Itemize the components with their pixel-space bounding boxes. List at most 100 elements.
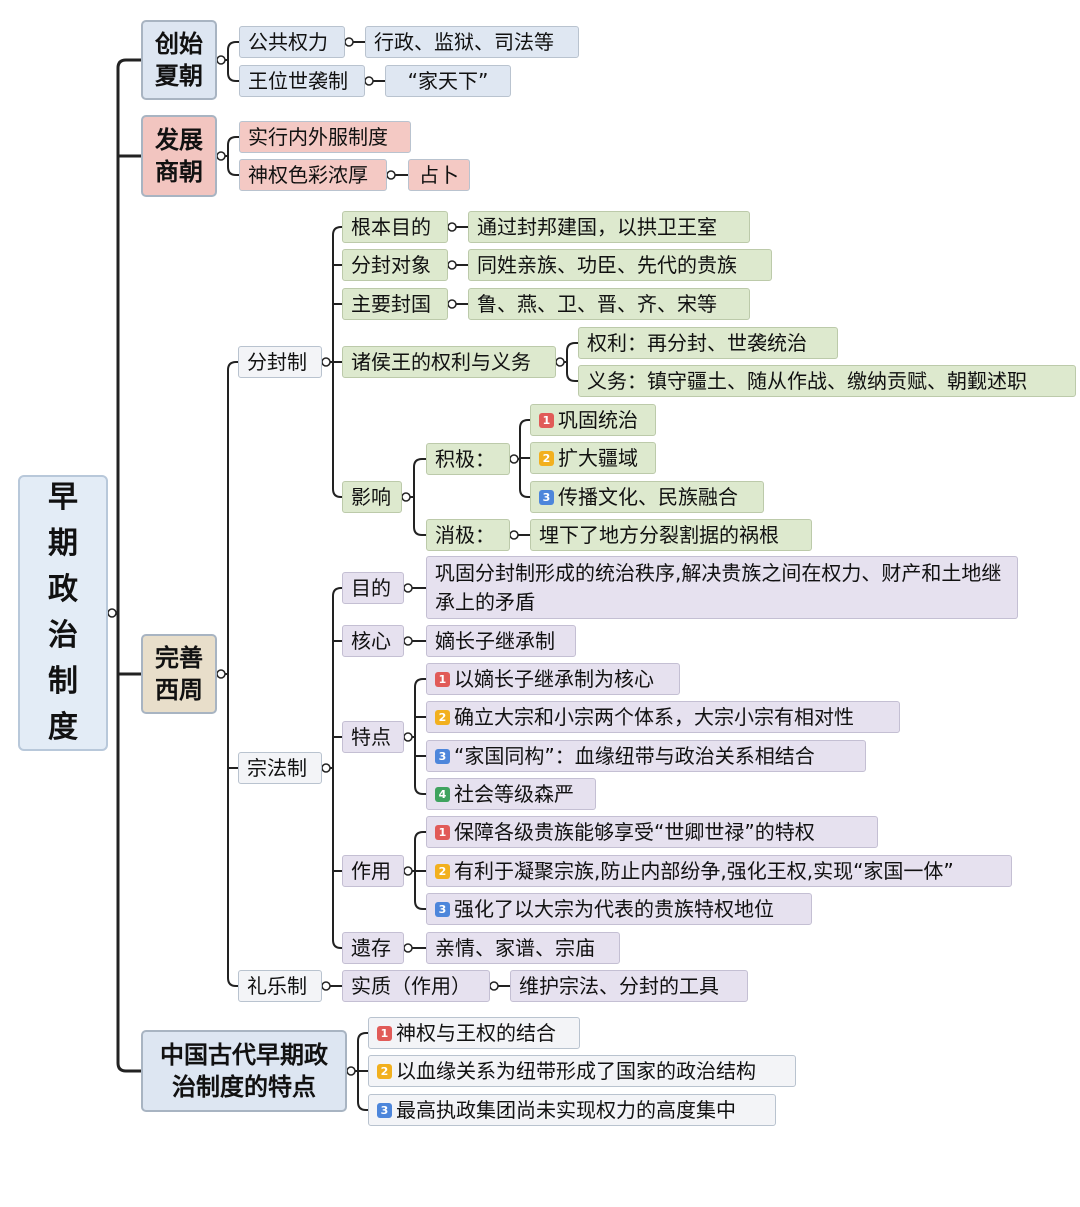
collapse-knob bbox=[364, 76, 374, 86]
connector-line bbox=[414, 678, 426, 688]
number-3-icon: 3 bbox=[435, 748, 450, 764]
collapse-knob bbox=[403, 583, 413, 593]
number-2-icon: 2 bbox=[539, 450, 554, 466]
collapse-knob bbox=[216, 669, 226, 679]
connector-line bbox=[519, 488, 530, 498]
connector-line bbox=[413, 526, 426, 536]
fengjian-states-node: 鲁、燕、卫、晋、齐、宋等 bbox=[468, 288, 750, 320]
vassal-rights-duties-label: 诸侯王的权利与义务 bbox=[342, 346, 556, 378]
zongfa-core-node: 嫡长子继承制 bbox=[426, 625, 576, 657]
trait-text: 神权与王权的结合 bbox=[396, 1021, 556, 1045]
root-topic: 早 期 政 治 制 度 bbox=[18, 475, 108, 751]
root-char: 度 bbox=[48, 710, 78, 745]
number-2-icon: 2 bbox=[435, 863, 450, 879]
connector-line bbox=[566, 372, 578, 382]
collapse-knob bbox=[321, 981, 331, 991]
positive-impact-text: 巩固统治 bbox=[558, 408, 638, 432]
number-1-icon: 1 bbox=[435, 824, 450, 840]
collapse-knob bbox=[403, 866, 413, 876]
vassal-rights-node: 权利：再分封、世袭统治 bbox=[578, 327, 838, 359]
number-1-icon: 1 bbox=[539, 412, 554, 428]
public-power-node: 公共权力 bbox=[239, 26, 345, 58]
collapse-knob bbox=[216, 151, 226, 161]
root-char: 制 bbox=[48, 664, 78, 699]
zongfa-effect-item: 1 保障各级贵族能够享受“世卿世禄”的特权 bbox=[426, 816, 878, 848]
connector-line bbox=[227, 166, 239, 176]
liyue-node: 礼乐制 bbox=[238, 970, 322, 1002]
trait-text: 以血缘关系为纽带形成了国家的政治结构 bbox=[396, 1059, 756, 1083]
collapse-knob bbox=[403, 732, 413, 742]
collapse-knob bbox=[107, 608, 117, 618]
number-4-icon: 4 bbox=[435, 786, 450, 802]
fengjian-purpose-node: 通过封邦建国，以拱卫王室 bbox=[468, 211, 750, 243]
negative-impact-node: 埋下了地方分裂割据的祸根 bbox=[530, 519, 812, 551]
root-char: 政 bbox=[48, 572, 78, 607]
connector-line bbox=[116, 58, 141, 69]
positive-impact-item: 2 扩大疆域 bbox=[530, 442, 656, 474]
collapse-knob bbox=[344, 37, 354, 47]
connector-line bbox=[332, 587, 342, 597]
divination-node: 占卜 bbox=[408, 159, 470, 191]
zongfa-effect-text: 有利于凝聚宗族,防止内部纷争,强化王权,实现“家国一体” bbox=[454, 859, 954, 883]
trait-item: 1 神权与王权的结合 bbox=[368, 1017, 580, 1049]
collapse-knob bbox=[401, 492, 411, 502]
zongfa-legacy-label: 遗存 bbox=[342, 932, 404, 964]
fengjian-targets-node: 同姓亲族、功臣、先代的贵族 bbox=[468, 249, 772, 281]
connector-line bbox=[566, 342, 578, 352]
connector-line bbox=[227, 136, 239, 146]
collapse-knob bbox=[346, 1066, 356, 1076]
connector-line bbox=[414, 900, 426, 910]
zongfa-feature-item: 1 以嫡长子继承制为核心 bbox=[426, 663, 680, 695]
number-1-icon: 1 bbox=[377, 1025, 392, 1041]
positive-impact-item: 1 巩固统治 bbox=[530, 404, 656, 436]
zongfa-core-label: 核心 bbox=[342, 625, 404, 657]
number-1-icon: 1 bbox=[435, 671, 450, 687]
trait-item: 3 最高执政集团尚未实现权力的高度集中 bbox=[368, 1094, 776, 1126]
collapse-knob bbox=[216, 55, 226, 65]
connector-line bbox=[227, 41, 239, 51]
public-power-detail-node: 行政、监狱、司法等 bbox=[365, 26, 579, 58]
positive-impact-item: 3 传播文化、民族融合 bbox=[530, 481, 764, 513]
zongfa-effect-text: 强化了以大宗为代表的贵族特权地位 bbox=[454, 897, 774, 921]
collapse-knob bbox=[321, 763, 331, 773]
number-3-icon: 3 bbox=[377, 1102, 392, 1118]
fengjian-purpose-label: 根本目的 bbox=[342, 211, 448, 243]
western-zhou-topic: 完善西周 bbox=[141, 634, 217, 714]
zongfa-node: 宗法制 bbox=[238, 752, 322, 784]
collapse-knob bbox=[489, 981, 499, 991]
collapse-knob bbox=[509, 454, 519, 464]
xia-dynasty-topic: 创始夏朝 bbox=[141, 20, 217, 100]
root-char: 早 bbox=[48, 480, 78, 515]
number-3-icon: 3 bbox=[435, 901, 450, 917]
positive-impact-label: 积极： bbox=[426, 443, 510, 475]
number-2-icon: 2 bbox=[377, 1063, 392, 1079]
collapse-knob bbox=[509, 530, 519, 540]
number-2-icon: 2 bbox=[435, 709, 450, 725]
zongfa-purpose-label: 目的 bbox=[342, 572, 404, 604]
zongfa-feature-item: 2 确立大宗和小宗两个体系，大宗小宗有相对性 bbox=[426, 701, 900, 733]
connector-line bbox=[519, 419, 530, 429]
connector-line bbox=[227, 977, 238, 987]
collapse-knob bbox=[555, 357, 565, 367]
collapse-knob bbox=[403, 943, 413, 953]
vassal-duties-node: 义务：镇守疆土、随从作战、缴纳贡赋、朝觐述职 bbox=[578, 365, 1076, 397]
fengjian-node: 分封制 bbox=[238, 346, 322, 378]
connector-line bbox=[227, 361, 238, 371]
liyue-essence-label: 实质（作用） bbox=[342, 970, 490, 1002]
collapse-knob bbox=[321, 357, 331, 367]
connector-line bbox=[116, 1062, 141, 1073]
inner-outer-service-node: 实行内外服制度 bbox=[239, 121, 411, 153]
positive-impact-text: 传播文化、民族融合 bbox=[558, 485, 738, 509]
fengjian-states-label: 主要封国 bbox=[342, 288, 448, 320]
zongfa-feature-text: “家国同构”：血缘纽带与政治关系相结合 bbox=[454, 744, 815, 768]
collapse-knob bbox=[386, 170, 396, 180]
connector-line bbox=[332, 226, 342, 236]
trait-item: 2 以血缘关系为纽带形成了国家的政治结构 bbox=[368, 1055, 796, 1087]
fengjian-impact-label: 影响 bbox=[342, 481, 402, 513]
collapse-knob bbox=[447, 260, 457, 270]
zongfa-purpose-node: 巩固分封制形成的统治秩序,解决贵族之间在权力、财产和土地继承上的矛盾 bbox=[426, 556, 1018, 619]
connector-line bbox=[413, 458, 426, 468]
early-system-traits-topic: 中国古代早期政治制度的特点 bbox=[141, 1030, 347, 1112]
zongfa-effect-item: 3 强化了以大宗为代表的贵族特权地位 bbox=[426, 893, 812, 925]
